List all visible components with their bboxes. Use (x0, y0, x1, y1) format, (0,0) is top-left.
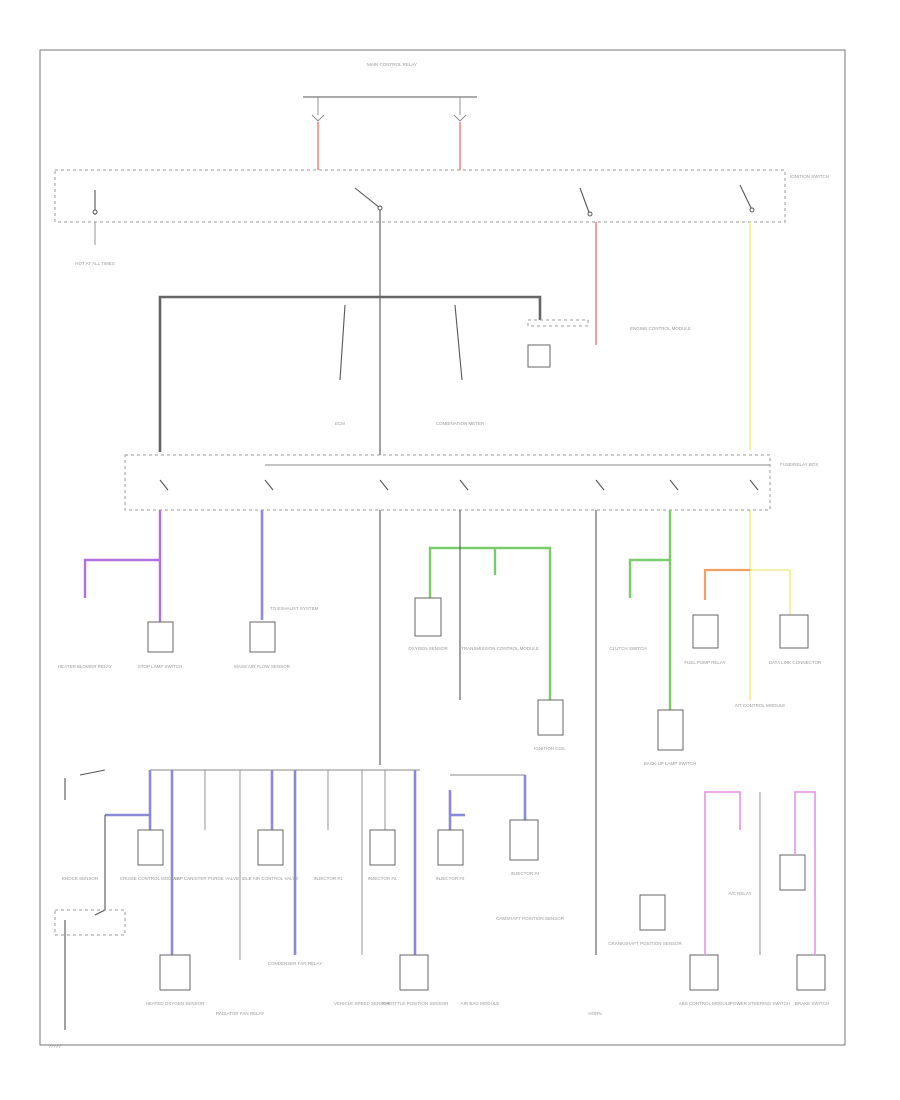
svg-text:POWER STEERING SWITCH: POWER STEERING SWITCH (730, 1001, 790, 1006)
svg-text:DATA LINK CONNECTOR: DATA LINK CONNECTOR (769, 660, 822, 665)
svg-text:CRANKSHAFT POSITION SENSOR: CRANKSHAFT POSITION SENSOR (608, 941, 682, 946)
svg-text:ECM: ECM (335, 421, 345, 426)
svg-text:KNOCK SENSOR: KNOCK SENSOR (62, 876, 99, 881)
svg-text:EVAP CANISTER PURGE VALVE: EVAP CANISTER PURGE VALVE (171, 876, 239, 881)
svg-text:CAMSHAFT POSITION SENSOR: CAMSHAFT POSITION SENSOR (496, 916, 564, 921)
svg-text:AIR BAG MODULE: AIR BAG MODULE (461, 1001, 500, 1006)
svg-text:A/C RELAY: A/C RELAY (728, 891, 751, 896)
svg-text:STOP LAMP SWITCH: STOP LAMP SWITCH (138, 664, 183, 669)
svg-text:VEHICLE SPEED SENSOR: VEHICLE SPEED SENSOR (334, 1001, 391, 1006)
svg-text:CONDENSER FAN RELAY: CONDENSER FAN RELAY (268, 961, 322, 966)
svg-text:ENGINE CONTROL MODULE: ENGINE CONTROL MODULE (630, 326, 691, 331)
svg-text:CRUISE CONTROL MODULE: CRUISE CONTROL MODULE (120, 876, 181, 881)
svg-text:INJECTOR #1: INJECTOR #1 (314, 876, 343, 881)
svg-text:COMBINATION METER: COMBINATION METER (436, 421, 485, 426)
svg-text:INJECTOR #2: INJECTOR #2 (368, 876, 397, 881)
svg-text:MASS AIR FLOW SENSOR: MASS AIR FLOW SENSOR (234, 664, 291, 669)
svg-text:OXYGEN SENSOR: OXYGEN SENSOR (408, 646, 448, 651)
svg-text:CLUTCH SWITCH: CLUTCH SWITCH (609, 646, 646, 651)
fuse-box-label: FUSE/RELAY BOX (780, 462, 818, 467)
svg-text:HORN: HORN (588, 1011, 601, 1016)
svg-text:BACK-UP LAMP SWITCH: BACK-UP LAMP SWITCH (644, 761, 696, 766)
main-relay-label: MAIN CONTROL RELAY (367, 62, 417, 67)
clutch-switch (54, 769, 126, 1030)
svg-text:HEATED OXYGEN SENSOR: HEATED OXYGEN SENSOR (146, 1001, 205, 1006)
diagram-frame (39, 49, 846, 1046)
svg-text:IDLE AIR CONTROL VALVE: IDLE AIR CONTROL VALVE (242, 876, 299, 881)
svg-text:THROTTLE POSITION SENSOR: THROTTLE POSITION SENSOR (382, 1001, 450, 1006)
svg-text:INJECTOR #3: INJECTOR #3 (436, 876, 465, 881)
svg-text:FUEL PUMP RELAY: FUEL PUMP RELAY (684, 660, 725, 665)
hot-left-label: HOT AT ALL TIMES (75, 261, 115, 266)
svg-text:TRANSMISSION CONTROL MODULE: TRANSMISSION CONTROL MODULE (461, 646, 539, 651)
lower-components (137, 819, 826, 991)
gray-harness: ENGINE CONTROL MODULE ECM COMBINATION ME… (158, 295, 691, 452)
svg-text:BRAKE SWITCH: BRAKE SWITCH (795, 1001, 829, 1006)
fuse-relay-box: FUSE/RELAY BOX (124, 454, 818, 511)
lower-branch-bus (105, 769, 527, 960)
svg-text:INJECTOR #4: INJECTOR #4 (511, 871, 540, 876)
svg-text:RADIATOR FAN RELAY: RADIATOR FAN RELAY (216, 1011, 265, 1016)
svg-text:IGNITION COIL: IGNITION COIL (534, 746, 566, 751)
svg-text:ABS CONTROL MODULE: ABS CONTROL MODULE (679, 1001, 732, 1006)
svg-text:HEATER BLOWER RELAY: HEATER BLOWER RELAY (58, 664, 112, 669)
ignition-switch: IGNITION SWITCH (54, 169, 829, 223)
svg-text:?????: ????? (48, 1044, 61, 1049)
svg-text:TO EXHAUST SYSTEM: TO EXHAUST SYSTEM (270, 606, 319, 611)
main-relay-block: MAIN CONTROL RELAY (303, 62, 477, 170)
svg-text:A/T CONTROL MODULE: A/T CONTROL MODULE (735, 703, 786, 708)
ignition-switch-label: IGNITION SWITCH (790, 174, 829, 179)
